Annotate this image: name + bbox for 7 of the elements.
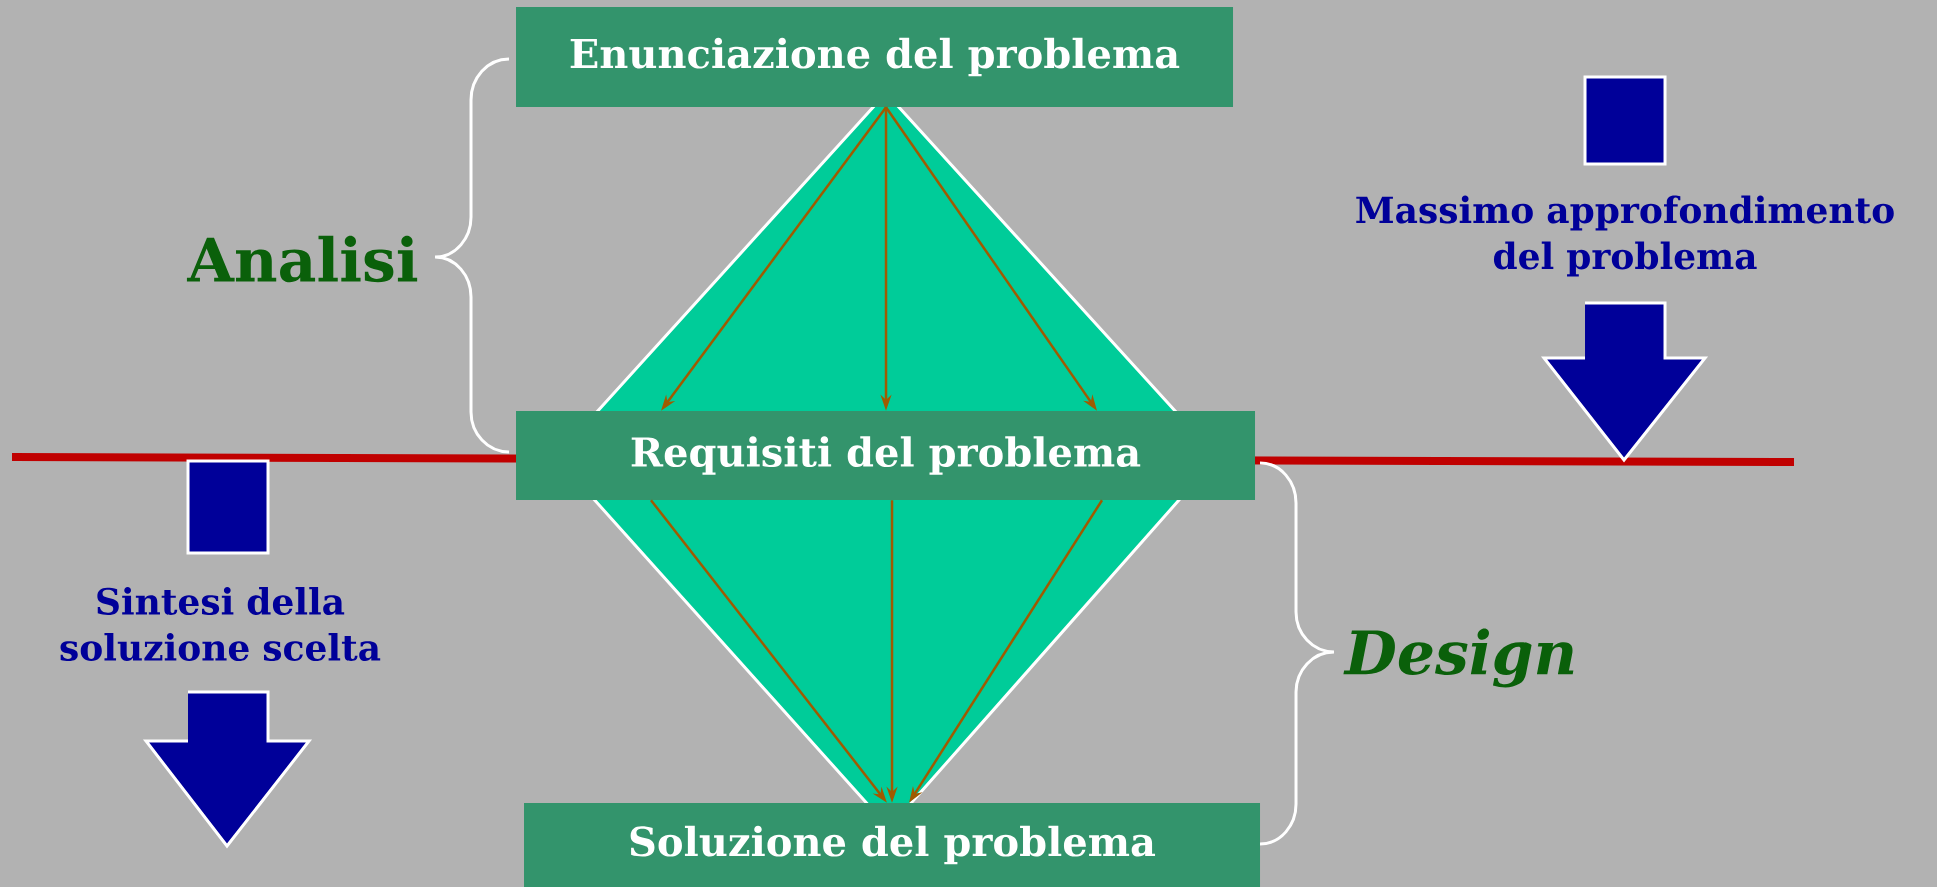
process-box: Enunciazione del problema	[516, 7, 1233, 107]
brace-label: Analisi	[186, 235, 418, 283]
process-box: Soluzione del problema	[524, 803, 1260, 887]
process-box: Requisiti del problema	[516, 411, 1255, 500]
brace-label: Design	[1343, 628, 1574, 688]
arrow-caption: Massimo approfondimento del problema	[1356, 195, 1894, 277]
arrow-caption: Sintesi della soluzione scelta	[60, 587, 381, 661]
